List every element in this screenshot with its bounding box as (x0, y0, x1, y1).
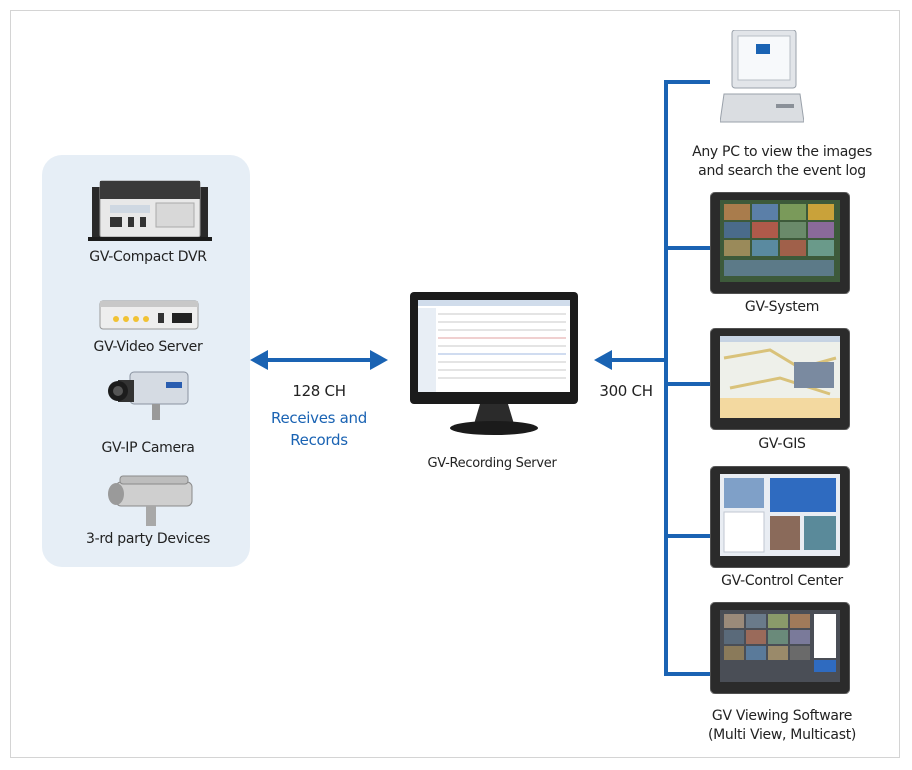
viewing-software-label-line2: (Multi View, Multicast) (707, 727, 857, 743)
ip-camera-label: GV-IP Camera (101, 440, 195, 456)
video-server-label: GV-Video Server (93, 339, 203, 355)
right-channel-count: 300 CH (599, 382, 653, 400)
gv-system-monitor-icon (710, 192, 850, 294)
pc-label-line2: and search the event log (698, 163, 866, 179)
dvr-label: GV-Compact DVR (89, 249, 207, 265)
third-party-label: 3-rd party Devices (85, 531, 211, 547)
incoming-arrow (594, 348, 666, 372)
dvr-icon (88, 177, 212, 243)
recording-server-monitor-icon (410, 292, 578, 440)
gv-control-center-monitor-icon (710, 466, 850, 568)
pc-label-line1: Any PC to view the images (692, 144, 872, 160)
bidirectional-arrow (250, 348, 388, 372)
receives-records-line2: Records (290, 431, 348, 449)
video-server-icon (98, 297, 200, 333)
outdoor-camera-icon (104, 472, 196, 528)
diagram-frame (10, 10, 900, 758)
gv-gis-label: GV-GIS (758, 436, 806, 452)
recording-server-label: GV-Recording Server (427, 456, 557, 471)
receives-records-line1: Receives and (271, 409, 367, 427)
gv-viewing-software-monitor-icon (710, 602, 850, 694)
ip-camera-icon (108, 368, 192, 426)
client-bus-line (662, 80, 712, 680)
left-channel-count: 128 CH (292, 382, 346, 400)
gv-system-label: GV-System (744, 299, 820, 315)
viewing-software-label-line1: GV Viewing Software (711, 708, 853, 724)
gv-gis-monitor-icon (710, 328, 850, 430)
desktop-pc-icon (720, 30, 804, 134)
gv-control-center-label: GV-Control Center (721, 573, 843, 589)
